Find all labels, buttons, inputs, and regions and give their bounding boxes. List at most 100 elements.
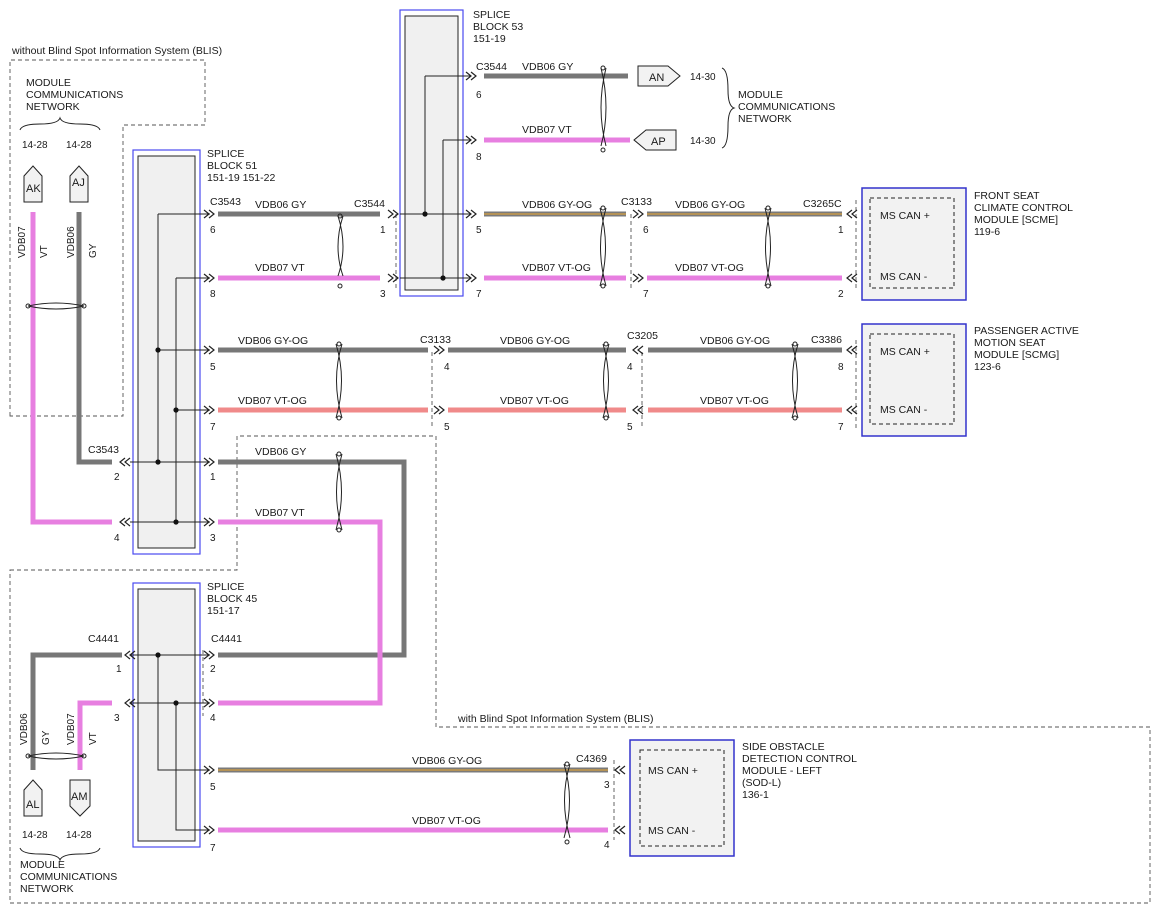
- wire-label: VDB06 GY-OG: [500, 335, 570, 347]
- wire-label: VDB07 VT-OG: [238, 395, 307, 407]
- module-scmg[interactable]: MS CAN + MS CAN -: [861, 323, 967, 437]
- sodl-title: (SOD-L): [742, 777, 781, 789]
- wire-vdb07-vt-down: [218, 519, 383, 706]
- pin: 5: [627, 422, 633, 433]
- al-tag: AL: [26, 799, 39, 811]
- c3265c-label: C3265C: [803, 198, 842, 210]
- terminal-arrow: [387, 209, 399, 219]
- wire-vdb06-left: [76, 212, 112, 465]
- aj-color-label: GY: [88, 243, 99, 258]
- wire-label: VDB07 VT: [255, 262, 305, 274]
- c3543-left-label: C3543: [88, 444, 119, 456]
- without-blis-label: without Blind Spot Information System (B…: [11, 45, 222, 57]
- twist-bottom-left: [27, 752, 85, 760]
- pin: 4: [210, 713, 216, 724]
- pin: 4: [114, 533, 120, 544]
- wire-label: VDB07 VT-OG: [412, 815, 481, 827]
- scmg-title: MOTION SEAT: [974, 337, 1046, 349]
- pin: 6: [210, 225, 216, 236]
- am-wire-label: VDB07: [66, 713, 77, 745]
- pin: 5: [476, 225, 482, 236]
- splice-block-53[interactable]: [399, 9, 464, 297]
- twist-left: [27, 302, 85, 310]
- terminal-arrow: [119, 517, 131, 527]
- aj-ref: 14-28: [66, 140, 92, 151]
- scme-pin-lo: MS CAN -: [880, 271, 928, 283]
- c4369-label: C4369: [576, 753, 607, 765]
- sb53-bus-hi: [400, 75, 470, 215]
- c3133-label: C3133: [621, 196, 652, 208]
- terminal-arrow: [387, 273, 399, 283]
- c4441-label: C4441: [211, 633, 242, 645]
- scmg-title: MODULE [SCMG]: [974, 349, 1059, 361]
- pin: 1: [116, 664, 122, 675]
- connector-ak[interactable]: AK: [23, 165, 43, 203]
- pin: 4: [604, 840, 610, 851]
- splice-block-45[interactable]: [132, 582, 201, 848]
- module-scme[interactable]: MS CAN + MS CAN -: [861, 187, 967, 301]
- network-label-line: COMMUNICATIONS: [26, 89, 123, 101]
- scme-title: 119-6: [974, 226, 1000, 238]
- wire-label: VDB06 GY-OG: [700, 335, 770, 347]
- sodl-title: 136-1: [742, 789, 769, 801]
- wire-vdb06-gy-down: [218, 459, 407, 658]
- network-label-line: NETWORK: [738, 113, 792, 125]
- sb51-label: 151-19 151-22: [207, 172, 275, 184]
- pin: 8: [476, 152, 482, 163]
- twist: [337, 215, 344, 277]
- scmg-title: PASSENGER ACTIVE: [974, 325, 1079, 337]
- network-label-line: MODULE: [20, 859, 65, 871]
- module-sod-l[interactable]: MS CAN + MS CAN -: [629, 739, 735, 857]
- twist: [764, 207, 772, 287]
- connector-aj[interactable]: AJ: [69, 165, 89, 203]
- pin: 4: [627, 362, 633, 373]
- pin: 6: [476, 90, 482, 101]
- pin: 6: [643, 225, 649, 236]
- connector-ap[interactable]: AP: [633, 129, 677, 151]
- ak-wire-label: VDB07: [17, 226, 28, 258]
- network-label-line: NETWORK: [26, 101, 80, 113]
- wire-label: VDB06 GY: [255, 199, 306, 211]
- pin: 1: [210, 472, 216, 483]
- c3544-label: C3544: [354, 198, 385, 210]
- sodl-title: SIDE OBSTACLE: [742, 741, 825, 753]
- network-label-line: NETWORK: [20, 883, 74, 895]
- sb51-taps: [130, 213, 210, 523]
- pin: 7: [643, 289, 649, 300]
- scme-title: MODULE [SCME]: [974, 214, 1058, 226]
- sodl-title: DETECTION CONTROL: [742, 753, 857, 765]
- pin: 5: [444, 422, 450, 433]
- twist: [791, 343, 799, 419]
- wire-label: VDB07 VT: [522, 124, 572, 136]
- sodl-title: MODULE - LEFT: [742, 765, 823, 777]
- connector-al[interactable]: AL: [23, 779, 43, 817]
- pin: 7: [210, 422, 216, 433]
- terminal-arrow: [846, 345, 858, 355]
- wire-vdb07-left: [30, 212, 112, 525]
- terminal-arrow: [632, 209, 644, 219]
- splice-block-51[interactable]: [132, 149, 201, 555]
- scme-title: FRONT SEAT: [974, 190, 1040, 202]
- terminal-arrow: [614, 765, 626, 775]
- pin: 2: [210, 664, 216, 675]
- an-ref: 14-30: [690, 72, 716, 83]
- with-blis-label: with Blind Spot Information System (BLIS…: [457, 713, 654, 725]
- sb51-arrows: [203, 209, 215, 527]
- sb51-label: SPLICE: [207, 148, 244, 160]
- wire-label: VDB07 VT-OG: [500, 395, 569, 407]
- wire-label: VDB06 GY-OG: [675, 199, 745, 211]
- sb53-label: SPLICE: [473, 9, 510, 21]
- ak-ref: 14-28: [22, 140, 48, 151]
- scmg-pin-lo: MS CAN -: [880, 404, 928, 416]
- sb45-bus-lo: [130, 702, 210, 831]
- terminal-arrow: [433, 345, 445, 355]
- connector-am[interactable]: AM: [69, 779, 91, 817]
- twist: [335, 453, 343, 531]
- wire-label: VDB07 VT: [255, 507, 305, 519]
- connector-an[interactable]: AN: [637, 65, 681, 87]
- c3133-b-label: C3133: [420, 334, 451, 346]
- wire-label: VDB07 VT-OG: [675, 262, 744, 274]
- network-top-left: MODULE COMMUNICATIONS NETWORK: [19, 77, 123, 131]
- pin: 7: [838, 422, 844, 433]
- terminal-arrow: [119, 457, 131, 467]
